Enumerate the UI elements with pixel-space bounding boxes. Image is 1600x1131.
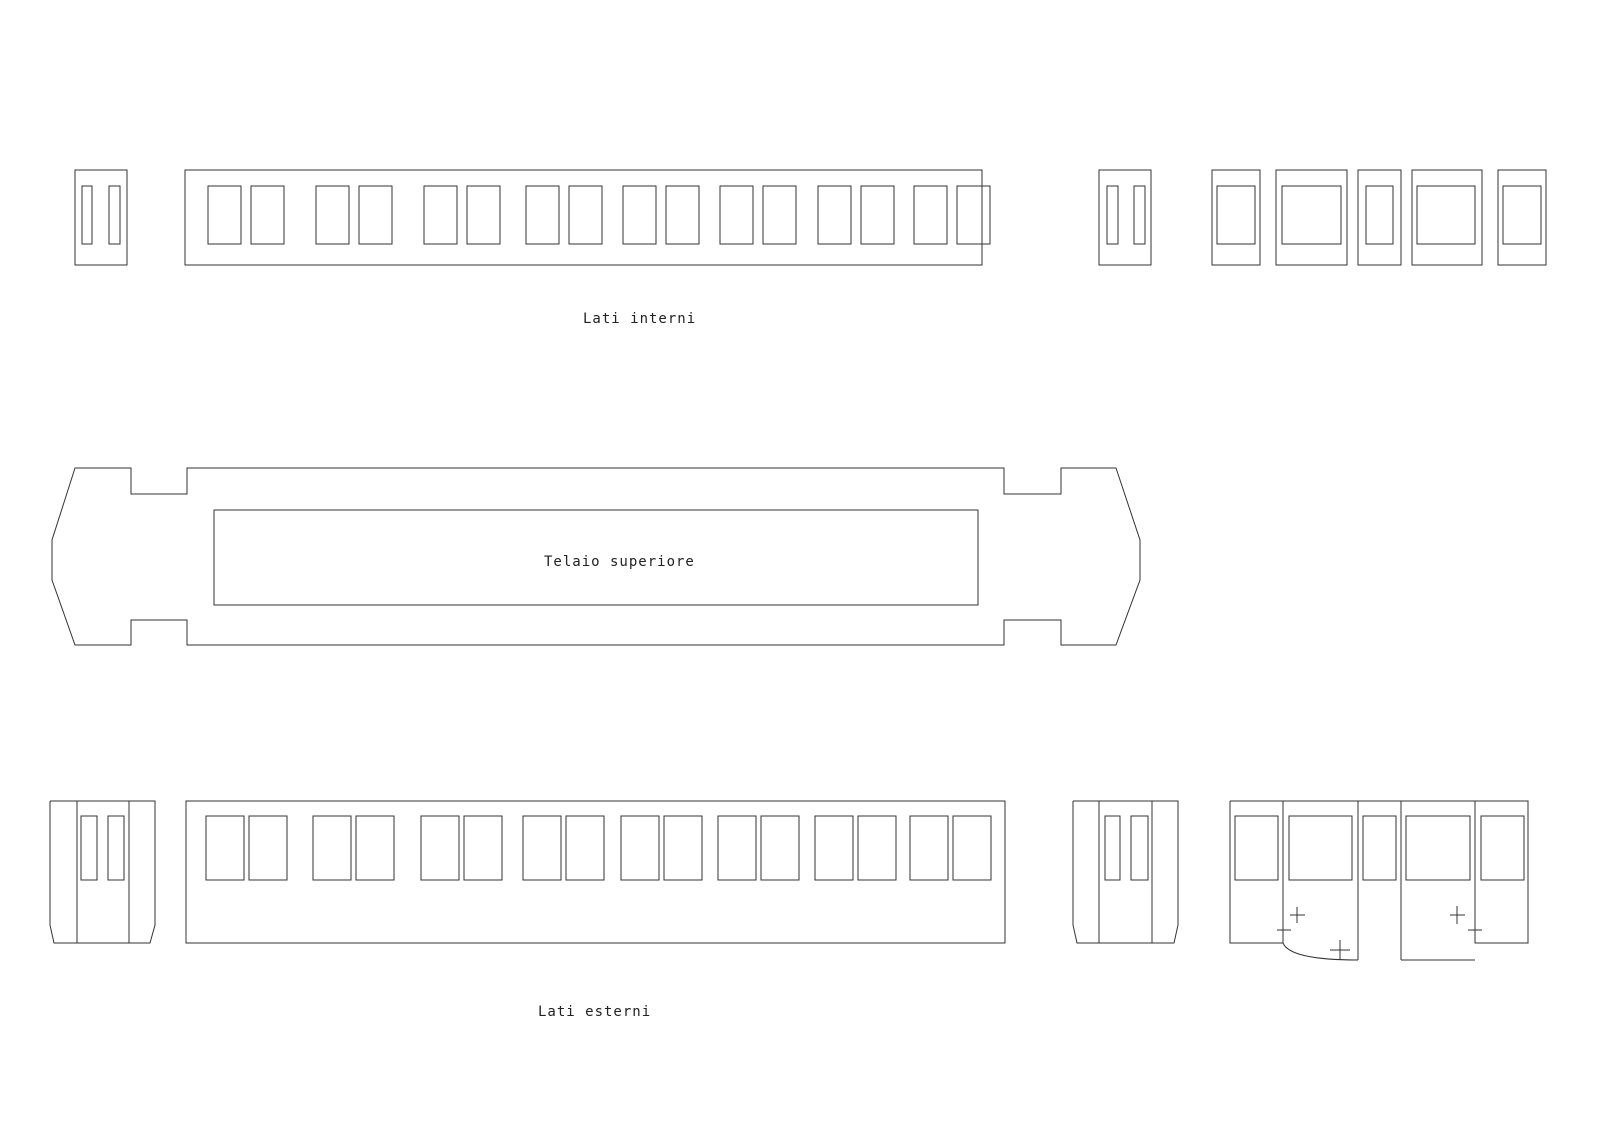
outer-end-panel-left bbox=[49, 800, 156, 944]
inner-end-panel-left bbox=[74, 169, 128, 266]
window-opening bbox=[355, 815, 395, 881]
window-opening bbox=[568, 185, 603, 245]
window-opening bbox=[762, 185, 797, 245]
window-opening bbox=[248, 815, 288, 881]
window-opening bbox=[466, 185, 501, 245]
window-opening bbox=[719, 185, 754, 245]
window-opening bbox=[565, 815, 605, 881]
window-opening bbox=[312, 815, 352, 881]
window-opening bbox=[358, 185, 393, 245]
window-opening bbox=[817, 185, 852, 245]
outer-end-panel-right bbox=[1072, 800, 1179, 944]
window-opening bbox=[665, 185, 700, 245]
window-opening bbox=[205, 815, 245, 881]
window-opening bbox=[909, 815, 949, 881]
window-opening bbox=[956, 185, 991, 245]
inner-long-side-panel bbox=[184, 169, 991, 266]
window-opening bbox=[420, 815, 460, 881]
window-opening bbox=[814, 815, 854, 881]
inner-short-side-panels bbox=[1211, 169, 1547, 266]
window-opening bbox=[952, 815, 992, 881]
window-opening bbox=[717, 815, 757, 881]
window-opening bbox=[463, 815, 503, 881]
window-opening bbox=[423, 185, 458, 245]
window-opening bbox=[207, 185, 242, 245]
window-opening bbox=[522, 815, 562, 881]
window-opening bbox=[860, 185, 895, 245]
outer-short-side-panels bbox=[1229, 800, 1529, 961]
window-opening bbox=[760, 815, 800, 881]
window-opening bbox=[913, 185, 948, 245]
label-upper-frame: Telaio superiore bbox=[544, 554, 695, 570]
window-opening bbox=[663, 815, 703, 881]
window-opening bbox=[250, 185, 285, 245]
window-opening bbox=[525, 185, 560, 245]
window-opening bbox=[315, 185, 350, 245]
window-opening bbox=[620, 815, 660, 881]
label-outer-sides: Lati esterni bbox=[538, 1004, 651, 1020]
window-opening bbox=[857, 815, 897, 881]
window-opening bbox=[622, 185, 657, 245]
upper-frame-outline bbox=[51, 467, 1141, 646]
label-inner-sides: Lati interni bbox=[583, 311, 696, 327]
inner-end-panel-right bbox=[1098, 169, 1152, 266]
outer-long-side-panel bbox=[185, 800, 1006, 944]
